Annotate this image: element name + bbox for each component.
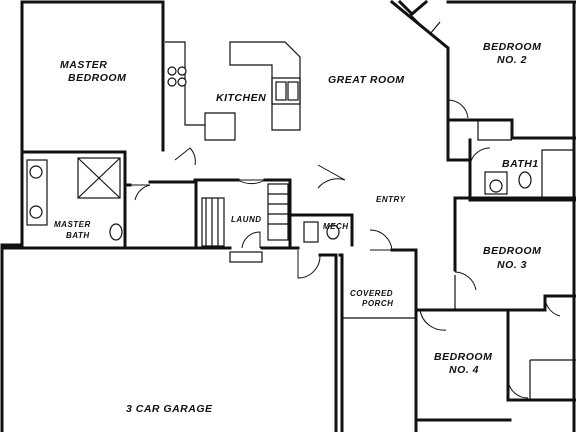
stove-burner-4	[177, 77, 187, 87]
door-garage	[241, 231, 261, 249]
laund-appliance-lines	[205, 198, 219, 246]
label-porch-2: PORCH	[362, 299, 393, 308]
bath-fixtures	[26, 157, 532, 243]
label-mech: MECH	[323, 222, 349, 231]
door-mech	[297, 250, 321, 279]
label-great-room: GREAT ROOM	[328, 74, 405, 86]
stairs	[267, 183, 289, 241]
label-bedroom2-1: BEDROOM	[483, 41, 541, 53]
door-bedroom4	[419, 309, 447, 331]
label-bedroom2-2: NO. 2	[497, 54, 527, 66]
wall-porch-right	[390, 248, 418, 432]
label-entry: ENTRY	[376, 195, 406, 204]
bath1-toilet	[518, 171, 532, 189]
label-bedroom4-1: BEDROOM	[434, 351, 492, 363]
label-bedroom3-2: NO. 3	[497, 259, 527, 271]
label-laund: LAUND	[231, 215, 262, 224]
stair-treads	[268, 193, 288, 225]
wall-porch-left	[338, 253, 344, 432]
master-sink-1	[29, 165, 43, 179]
label-master-bedroom-1: MASTER	[60, 59, 107, 71]
kitchen-island	[229, 41, 301, 131]
kitchen-cabinet	[204, 112, 236, 141]
bay-window	[397, 0, 429, 17]
door-closet-b3	[544, 295, 561, 317]
bathtub	[541, 149, 575, 199]
wall-bedroom2-bottom	[446, 118, 576, 140]
door-bedroom3	[454, 271, 477, 291]
door-laund	[237, 179, 266, 185]
bay-window-inner	[409, 13, 441, 35]
wall-left-lower	[0, 150, 24, 247]
kitchen-fixtures	[165, 41, 301, 141]
door-master-closet	[130, 184, 151, 201]
mech-furnace	[303, 221, 319, 243]
kitchen-sink	[271, 77, 301, 105]
door-closet-b4	[507, 379, 529, 399]
wall-bedroom4-closet	[506, 308, 576, 402]
master-shower-cross	[77, 157, 121, 199]
wall-laund-right	[263, 178, 292, 247]
stove-burner-3	[167, 77, 177, 87]
stove-burner-1	[167, 66, 177, 76]
wall-bath1	[468, 138, 576, 202]
wall-master-bath-top	[20, 150, 132, 187]
label-porch-1: COVERED	[350, 289, 393, 298]
master-toilet	[109, 223, 123, 241]
wall-bedroom3-bottom	[414, 294, 576, 312]
sink-basin-1	[275, 81, 287, 101]
doors	[130, 99, 561, 399]
label-master-bath-1: MASTER	[54, 220, 91, 229]
master-sink-2	[29, 205, 43, 219]
door-hall	[317, 164, 346, 189]
closet-bedroom2	[477, 120, 512, 141]
label-garage: 3 CAR GARAGE	[126, 403, 213, 415]
wall-garage-right	[318, 253, 338, 432]
label-bath1: BATH1	[502, 158, 539, 170]
garage-step	[229, 251, 263, 263]
stove-burner-2	[177, 66, 187, 76]
mech-water-heater	[326, 224, 340, 240]
room-labels: MASTER BEDROOM KITCHEN GREAT ROOM BEDROO…	[54, 41, 541, 415]
door-bedroom2	[447, 99, 469, 119]
label-master-bedroom-2: BEDROOM	[68, 72, 126, 84]
laundry-stairs	[201, 183, 289, 247]
label-kitchen: KITCHEN	[216, 92, 266, 104]
wall-closet	[148, 180, 198, 247]
bath1-sink-bowl	[489, 179, 503, 193]
laund-appliance	[201, 197, 225, 247]
label-master-bath-2: BATH	[66, 231, 90, 240]
label-bedroom3-1: BEDROOM	[483, 245, 541, 257]
door-bath1	[469, 147, 491, 166]
door-entry	[369, 229, 393, 251]
label-bedroom4-2: NO. 4	[449, 364, 479, 376]
wall-bay-diagonal	[389, 0, 450, 162]
sink-basin-2	[287, 81, 299, 101]
door-kitchen	[174, 147, 196, 166]
